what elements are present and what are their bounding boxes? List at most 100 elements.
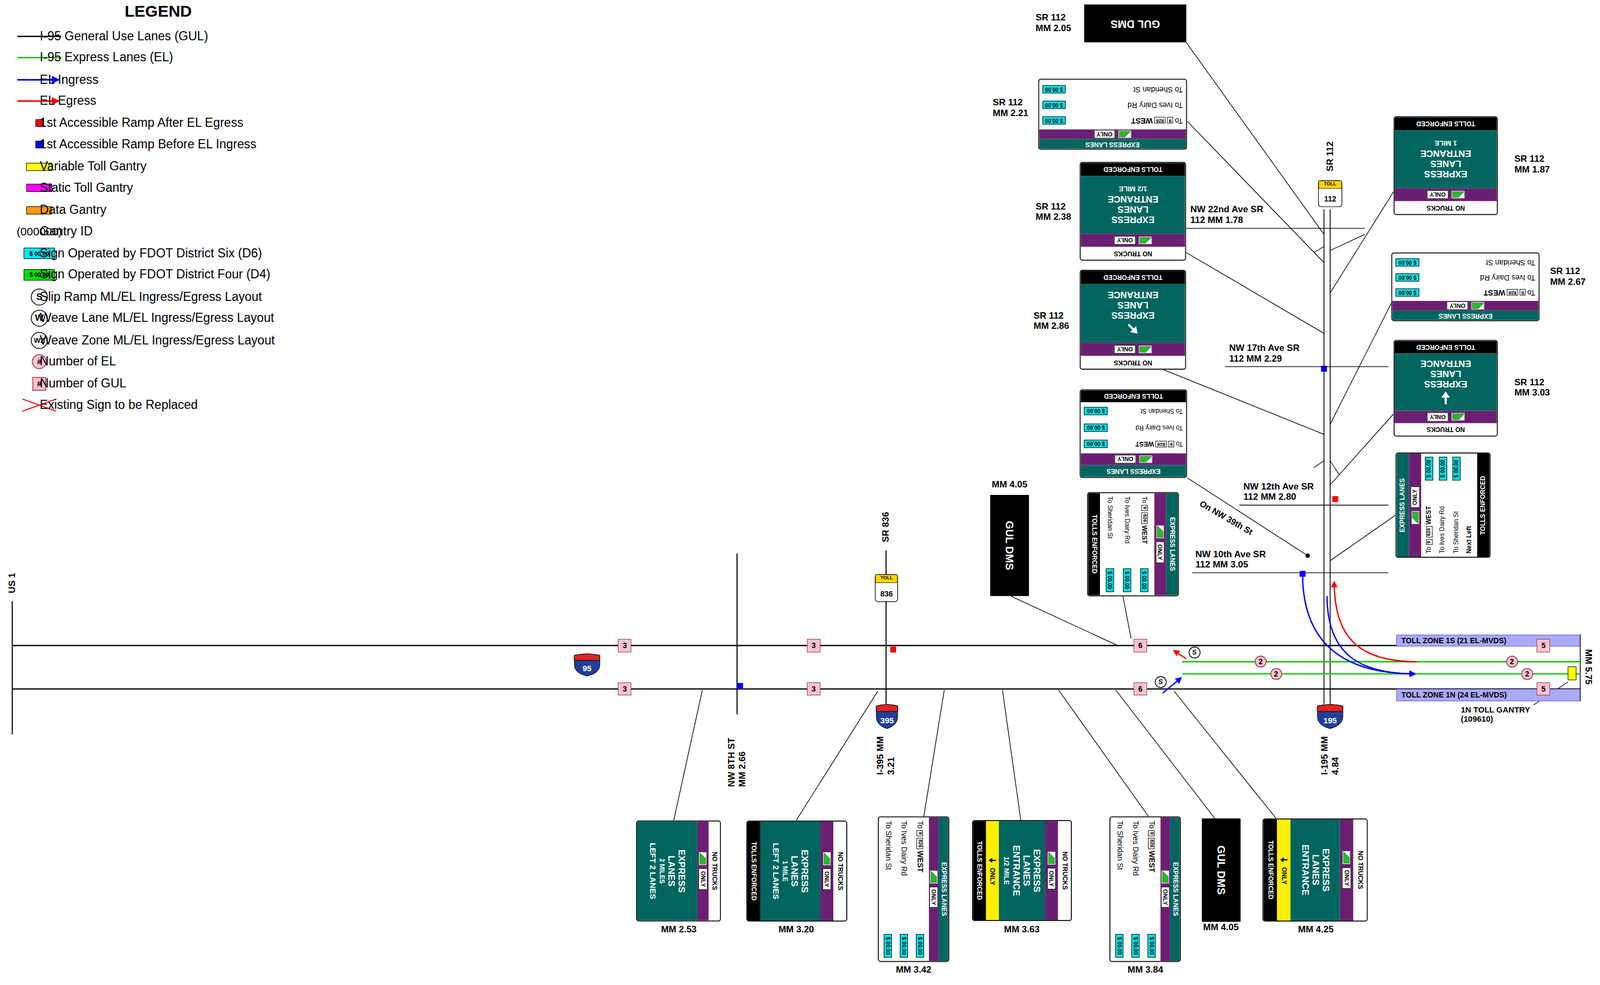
legend-text: I-95 General Use Lanes (GUL) (39, 29, 208, 43)
sign-text: 9 (1170, 441, 1173, 447)
sign-text: $ 00.00 (1395, 258, 1419, 267)
sign-text: ONLY (1280, 867, 1288, 885)
circle-shape (1188, 646, 1201, 659)
legend-text: Data Gantry (39, 203, 107, 217)
price-row: To9826WEST$ 00.00 (1084, 440, 1184, 449)
milepost-label: MM 4.05 (1201, 921, 1240, 933)
entrance-sign: NO TRUCKSONLYEXPRESS LANES ENTRANCETOLLS… (1079, 269, 1187, 370)
price-row: To Ives Dairy Rd$ 00.00 (1042, 100, 1183, 109)
legend-text: 1st Accessible Ramp After EL Egress (39, 116, 244, 131)
entrance-sign: NO TRUCKSONLYEXPRESS LANES ENTRANCE1 MIL… (1393, 116, 1498, 215)
sign-panel: ONLY (1392, 300, 1539, 311)
sign-text: EXPRESS LANES (789, 838, 810, 904)
sign-panel: EXPRESS LANES (1039, 138, 1186, 149)
sign-panel: NO TRUCKS (708, 821, 720, 921)
sign-panel: NO TRUCKS (1394, 200, 1497, 214)
legend-sample-text: $ 00.00 (29, 250, 50, 258)
sign-text: EXPRESS LANES ENTRANCE (1100, 289, 1166, 321)
route-shield: 9 (1519, 289, 1526, 296)
legend-text: Weave Zone ML/EL Ingress/Egress Layout (39, 333, 275, 348)
street-label: NW 22nd Ave SR 112 MM 1.78 (1189, 204, 1265, 226)
gul-count-box: 6 (1133, 638, 1148, 652)
sign-panel: ONLY (1394, 410, 1497, 423)
entrance-sign: NO TRUCKSONLYEXPRESS LANES ENTRANCETOLLS… (1393, 339, 1498, 437)
milepost-label: MM 2.53 (659, 924, 698, 935)
sign-panel: NO TRUCKS (833, 821, 847, 921)
toll-route-shield: 826 (1425, 525, 1433, 538)
sign-text: To (1147, 820, 1156, 829)
express-lanes-logo (1161, 870, 1170, 884)
sign-text: $ 00.00 (1395, 272, 1419, 281)
sign-leader-line (1122, 595, 1131, 639)
sign-leader-line (1330, 191, 1394, 293)
el-egress-ramp (1334, 581, 1417, 662)
price-row: To Ives Dairy Rd$ 00.00 (899, 820, 908, 958)
dms-sign: GUL DMS (990, 494, 1029, 596)
ramp-line (1330, 234, 1366, 251)
sign-text: 1 MILE (781, 860, 789, 882)
sign-leader-line (1010, 595, 1119, 646)
sign-text: 1 MILE (1433, 139, 1457, 148)
toll-road-shield: TOLL112 (1317, 179, 1343, 208)
sign-text: EXPRESS LANES (1438, 311, 1493, 319)
sign-text: $ 00.00 (1147, 933, 1156, 957)
price-row: Next Left (1466, 456, 1474, 554)
sign-text: $ 00.00 (1084, 440, 1108, 449)
sign-leader-line (1330, 414, 1394, 486)
street-line (1224, 366, 1389, 367)
sign-text: ONLY (1426, 190, 1449, 199)
toll-price-sign: EXPRESS LANESONLYTo9826WEST$ 00.00To Ive… (1391, 252, 1540, 322)
cross-road-line (736, 553, 738, 715)
sign-text: $ 00.00 (1452, 456, 1461, 480)
express-lanes-logo (1451, 413, 1465, 421)
number-text: 2 (1525, 669, 1530, 678)
legend-sample-text: $ 00.00 (29, 271, 50, 279)
sign-text: WEST (1130, 116, 1153, 125)
sign-leader-line (796, 690, 878, 821)
el-count-circle: 2 (1505, 655, 1519, 668)
sign-text: ONLY (1114, 344, 1136, 354)
sign-text: ONLY (1410, 486, 1420, 508)
sign-text: GUL DMS (1214, 845, 1228, 895)
sign-panel: ONLY (985, 821, 999, 921)
circle-shape (1521, 668, 1533, 680)
sign-panel: NO TRUCKS (1057, 821, 1071, 921)
sign-panel: NO TRUCKS (1080, 246, 1186, 260)
legend-text: Weave Lane ML/EL Ingress/Egress Layout (39, 311, 275, 326)
sign-text: 826 (1426, 527, 1432, 536)
sign-panel: ONLY (1339, 819, 1354, 921)
toll-price-sign: EXPRESS LANESONLYTo9826WEST$ 00.00To Ive… (1086, 492, 1179, 597)
interstate-shield: 395 (875, 703, 899, 730)
sign-text: TOLLS ENFORCED (1416, 120, 1476, 128)
road-label: SR 112 (1324, 140, 1336, 174)
cross-road-line (1329, 208, 1331, 704)
el-count-circle: 2 (1254, 655, 1267, 668)
express-lanes-logo (1047, 852, 1056, 866)
sign-text: 826 (1156, 117, 1165, 124)
sign-panel: ONLY (1394, 188, 1497, 201)
shield-top (875, 574, 898, 583)
sign-text: GUL DMS (1110, 17, 1160, 31)
sign-text: ONLY (1161, 886, 1170, 908)
number-text: 3 (811, 685, 816, 693)
sign-panel: ONLY (1080, 342, 1186, 356)
price-row: To Ives Dairy Rd$ 00.00 (1131, 820, 1140, 958)
number-text: 5 (1541, 641, 1546, 650)
sign-text: NO TRUCKS (1060, 851, 1068, 890)
sign-panel: EXPRESS LANES (1080, 464, 1187, 477)
slip-ramp-circle: S (1188, 646, 1201, 659)
sign-text: $ 00.00 (1042, 116, 1066, 125)
gul-count-box: 3 (617, 682, 632, 696)
sign-text: To Ives Dairy Rd (1123, 496, 1131, 544)
price-row: To Sheridan St$ 00.00 (1042, 84, 1183, 93)
number-text: S (1158, 678, 1163, 686)
sign-text: To Sheridan St (1485, 257, 1535, 266)
toll-price-sign: EXPRESS LANESONLYTo9826WEST$ 00.00To Ive… (1109, 816, 1181, 962)
route-shield: 9 (1167, 117, 1174, 124)
sign-text: 826 (917, 839, 923, 848)
arrow-icon-shaft (1444, 396, 1447, 405)
number-text: 3 (622, 641, 627, 650)
arrow-icon (1125, 321, 1141, 337)
entrance-sign: NO TRUCKSONLYEXPRESS LANES ENTRANCE1/2 M… (971, 820, 1072, 922)
legend-text: Static Toll Gantry (39, 181, 133, 195)
